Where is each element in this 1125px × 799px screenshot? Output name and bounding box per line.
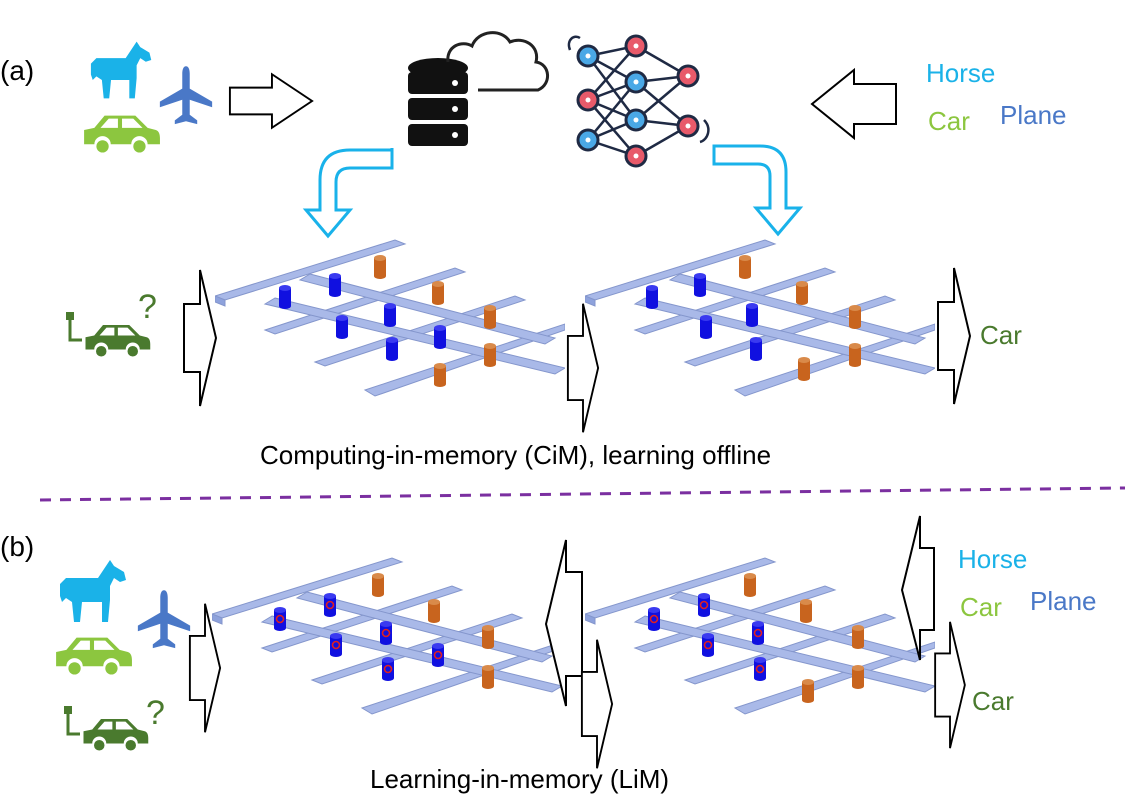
middle-arrow-cim xyxy=(566,302,600,434)
panel-b-label: (b) xyxy=(0,531,34,562)
weight-transfer-arrow-right xyxy=(712,144,804,237)
input-arrow-cim xyxy=(183,269,217,407)
car-icon-b xyxy=(56,637,132,675)
cloud-icon xyxy=(446,31,549,92)
plane-icon xyxy=(159,66,213,125)
label-feedback-arrow-lim xyxy=(900,515,935,661)
label-car-b: Car xyxy=(960,592,1002,622)
neural-network-icon xyxy=(567,34,710,168)
crossbar-array-cim-1 xyxy=(215,239,565,397)
crossbar-array-cim-2 xyxy=(585,239,935,397)
query-mark-a: ? xyxy=(138,288,157,326)
label-horse-b: Horse xyxy=(958,544,1027,574)
electric-car-icon-b xyxy=(64,706,149,751)
output-car-b: Car xyxy=(972,686,1014,716)
caption-a: Computing-in-memory (CiM), learning offl… xyxy=(260,440,771,470)
caption-b: Learning-in-memory (LiM) xyxy=(370,764,669,794)
crossbar-array-lim-2 xyxy=(585,557,935,715)
weight-transfer-arrow-left xyxy=(302,148,394,239)
horse-icon-b xyxy=(60,560,126,622)
panel-divider xyxy=(39,486,1125,502)
label-arrow-a xyxy=(810,67,897,141)
input-arrow-a xyxy=(228,73,314,129)
panel-a-label: (a) xyxy=(0,55,34,86)
horse-icon xyxy=(90,41,152,99)
label-horse-a: Horse xyxy=(926,58,995,88)
car-icon xyxy=(84,115,160,153)
electric-car-icon xyxy=(66,312,151,357)
forward-arrow-lim xyxy=(580,638,614,770)
output-car-a: Car xyxy=(980,320,1022,350)
label-plane-a: Plane xyxy=(1000,100,1067,130)
plane-icon-b xyxy=(137,590,191,649)
database-icon xyxy=(408,58,468,146)
label-car-a: Car xyxy=(928,106,970,136)
query-mark-b: ? xyxy=(146,694,165,732)
label-plane-b: Plane xyxy=(1030,586,1097,616)
input-arrow-lim xyxy=(188,602,222,734)
feedback-arrow-lim xyxy=(544,539,583,707)
output-arrow-lim xyxy=(934,620,966,750)
output-arrow-cim xyxy=(937,267,971,405)
crossbar-array-lim-1 xyxy=(212,557,562,715)
